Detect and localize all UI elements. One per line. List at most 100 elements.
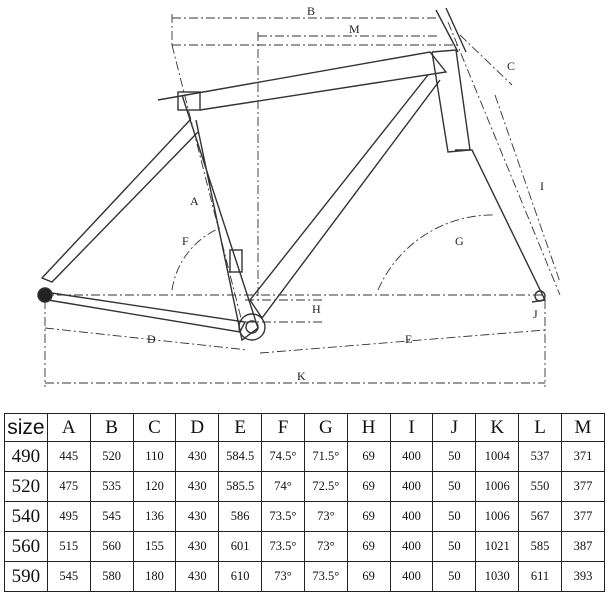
table-cell: 535 <box>89 471 134 502</box>
table-cell: 584.5 <box>218 441 263 472</box>
table-cell: 1006 <box>475 471 520 502</box>
column-header-f: F <box>261 413 305 442</box>
column-header-g: G <box>303 413 348 442</box>
table-cell: 430 <box>175 441 220 472</box>
table-cell: 580 <box>89 561 134 592</box>
top-tube <box>157 51 448 111</box>
table-cell: 601 <box>218 531 263 562</box>
column-header-a: A <box>46 413 91 442</box>
dimension-label-g: G <box>455 234 464 248</box>
dimension-label-b: B <box>307 4 315 18</box>
table-cell: 377 <box>560 471 606 502</box>
table-cell: 1004 <box>475 441 520 472</box>
seat-clamp <box>177 91 201 111</box>
table-cell: 495 <box>46 501 91 532</box>
table-cell: 445 <box>46 441 91 472</box>
table-cell: 1006 <box>475 501 520 532</box>
cable-port <box>229 249 243 273</box>
seat-tube <box>181 94 259 342</box>
dimension-label-j: J <box>533 307 538 321</box>
head-angle-arc <box>377 214 496 291</box>
table-cell: 400 <box>389 501 434 532</box>
table-cell: 73.5° <box>303 561 348 592</box>
table-cell: 430 <box>175 471 220 502</box>
bottom-bracket-inner <box>245 320 259 334</box>
table-cell: 180 <box>132 561 177 592</box>
column-header-k: K <box>475 413 520 442</box>
table-cell: 69 <box>346 471 391 502</box>
dimension-label-c: C <box>507 59 515 73</box>
table-cell: 400 <box>389 441 434 472</box>
dim-line-i <box>494 94 561 283</box>
steerer-right <box>445 7 467 53</box>
dimension-label-d: D <box>147 332 156 346</box>
table-cell: 50 <box>432 441 477 472</box>
size-cell: 490 <box>4 441 48 472</box>
dimension-label-h: H <box>312 302 321 316</box>
column-header-e: E <box>218 413 263 442</box>
table-cell: 545 <box>89 501 134 532</box>
seat-stay <box>40 119 199 283</box>
table-cell: 371 <box>560 441 606 472</box>
chain-stay <box>44 291 247 333</box>
table-cell: 585 <box>518 531 562 562</box>
table-cell: 567 <box>518 501 562 532</box>
dimension-label-k: K <box>297 369 306 383</box>
table-cell: 110 <box>132 441 177 472</box>
seat-angle-extension <box>171 44 243 323</box>
table-cell: 73° <box>303 501 348 532</box>
table-cell: 155 <box>132 531 177 562</box>
column-header-b: B <box>89 413 134 442</box>
table-cell: 400 <box>389 471 434 502</box>
column-header-h: H <box>346 413 391 442</box>
table-cell: 586 <box>218 501 263 532</box>
table-cell: 74.5° <box>261 441 305 472</box>
dim-line-e <box>259 329 546 354</box>
table-cell: 1021 <box>475 531 520 562</box>
table-cell: 120 <box>132 471 177 502</box>
size-cell: 520 <box>4 471 48 502</box>
table-cell: 1030 <box>475 561 520 592</box>
table-cell: 69 <box>346 561 391 592</box>
table-cell: 430 <box>175 531 220 562</box>
table-cell: 430 <box>175 501 220 532</box>
table-cell: 393 <box>560 561 606 592</box>
table-cell: 136 <box>132 501 177 532</box>
seat-angle-arc <box>171 227 221 291</box>
column-header-c: C <box>132 413 177 442</box>
column-header-i: I <box>389 413 434 442</box>
table-cell: 73.5° <box>261 501 305 532</box>
table-cell: 585.5 <box>218 471 263 502</box>
table-cell: 545 <box>46 561 91 592</box>
dimension-label-a: A <box>190 194 199 208</box>
table-cell: 72.5° <box>303 471 348 502</box>
column-header-m: M <box>560 413 606 442</box>
table-cell: 73° <box>261 561 305 592</box>
table-cell: 50 <box>432 471 477 502</box>
bottom-bracket <box>238 313 266 341</box>
table-cell: 50 <box>432 501 477 532</box>
rear-dropout <box>37 287 53 303</box>
fork <box>455 149 547 303</box>
size-cell: 590 <box>4 561 48 592</box>
column-header-j: J <box>432 413 477 442</box>
table-cell: 537 <box>518 441 562 472</box>
head-tube <box>431 49 471 153</box>
table-cell: 520 <box>89 441 134 472</box>
table-cell: 50 <box>432 531 477 562</box>
column-header-d: D <box>175 413 220 442</box>
table-cell: 74° <box>261 471 305 502</box>
column-header-l: L <box>518 413 562 442</box>
dimension-label-i: I <box>540 179 544 193</box>
table-cell: 400 <box>389 531 434 562</box>
head-angle-extension <box>447 21 561 296</box>
table-cell: 515 <box>46 531 91 562</box>
size-cell: 560 <box>4 531 48 562</box>
